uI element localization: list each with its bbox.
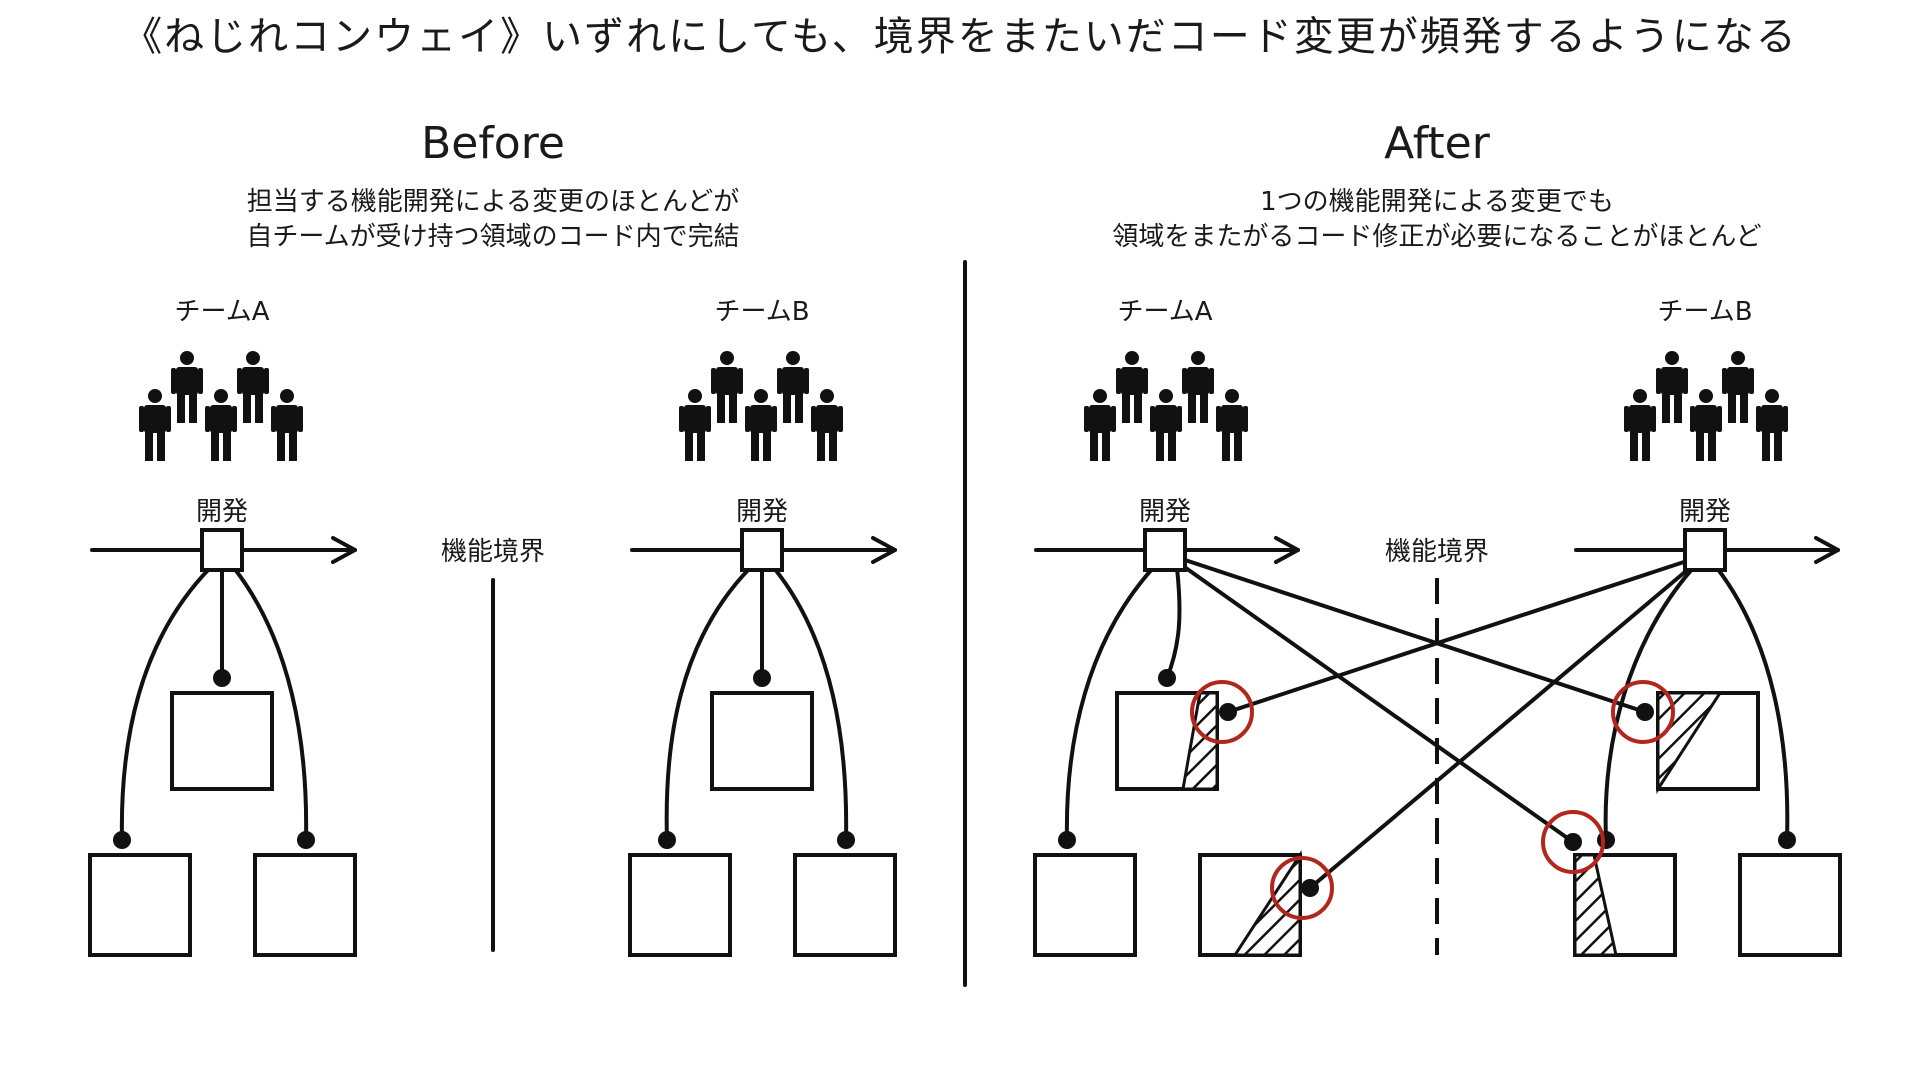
change-point xyxy=(113,831,131,849)
highlight-ring xyxy=(1190,680,1254,744)
dependency-line xyxy=(119,566,212,842)
change-point xyxy=(213,669,231,687)
dependency-line xyxy=(232,566,309,842)
cross-boundary-change-area xyxy=(1181,691,1219,791)
arrowhead xyxy=(1814,536,1840,564)
before-description-line1: 担当する機能開発による変更のほとんどが xyxy=(247,187,739,217)
change-point xyxy=(837,831,855,849)
code-module-box xyxy=(1033,853,1137,957)
dev-task-box xyxy=(1143,528,1187,572)
after-description-line1: 1つの機能開発による変更でも xyxy=(1260,187,1614,217)
dependency-line xyxy=(1165,566,1182,680)
after-dev-label-b: 開発 xyxy=(1679,497,1731,527)
arrowhead xyxy=(871,536,897,564)
code-module-box xyxy=(628,853,732,957)
change-point xyxy=(1778,831,1796,849)
dependency-line xyxy=(772,566,849,842)
code-module-box xyxy=(253,853,357,957)
after-team-b-label: チームB xyxy=(1657,297,1752,327)
change-point xyxy=(753,669,771,687)
people-group-icon xyxy=(679,351,843,461)
after-team-a-label: チームA xyxy=(1117,297,1212,327)
before-dev-label-a: 開発 xyxy=(196,497,248,527)
change-point xyxy=(1636,703,1654,721)
before-heading: Before xyxy=(421,118,565,169)
dependency-line xyxy=(1603,566,1695,842)
code-module-box xyxy=(88,853,192,957)
change-point xyxy=(1564,833,1582,851)
dev-task-box xyxy=(1683,528,1727,572)
after-dev-label-a: 開発 xyxy=(1139,497,1191,527)
change-point xyxy=(1219,703,1237,721)
arrowhead xyxy=(331,536,357,564)
highlight-ring xyxy=(1270,856,1334,920)
cross-boundary-line xyxy=(1183,558,1647,714)
after-section: After 1つの機能開発による変更でも 領域をまたがるコード修正が必要になるこ… xyxy=(1033,118,1842,957)
cross-boundary-line xyxy=(1308,564,1694,890)
people-group-icon xyxy=(1624,351,1788,461)
code-module-box xyxy=(793,853,897,957)
after-heading: After xyxy=(1384,118,1491,169)
before-team-a-label: チームA xyxy=(174,297,269,327)
before-boundary-label: 機能境界 xyxy=(441,537,545,567)
code-module-box xyxy=(710,691,814,791)
dependency-line xyxy=(664,566,752,842)
after-boundary-label: 機能境界 xyxy=(1385,537,1489,567)
cross-boundary-line xyxy=(1226,558,1692,714)
people-group-icon xyxy=(139,351,303,461)
page-title: 《ねじれコンウェイ》いずれにしても、境界をまたいだコード変更が頻発するようになる xyxy=(122,14,1798,60)
before-description-line2: 自チームが受け持つ領域のコード内で完結 xyxy=(246,222,739,252)
before-section: Before 担当する機能開発による変更のほとんどが 自チームが受け持つ領域のコ… xyxy=(88,118,897,957)
highlight-ring xyxy=(1611,680,1675,744)
cross-boundary-change-area xyxy=(1573,853,1618,957)
dev-task-box xyxy=(200,528,244,572)
change-point xyxy=(297,831,315,849)
before-team-b-label: チームB xyxy=(714,297,809,327)
arrowhead xyxy=(1274,536,1300,564)
people-group-icon xyxy=(1084,351,1248,461)
change-point xyxy=(1597,831,1615,849)
highlight-ring xyxy=(1541,810,1605,874)
dependency-line xyxy=(1715,566,1790,842)
change-point xyxy=(1058,831,1076,849)
change-point xyxy=(1301,879,1319,897)
cross-boundary-change-area xyxy=(1232,849,1302,957)
after-description-line2: 領域をまたがるコード修正が必要になることがほとんど xyxy=(1112,222,1761,252)
change-point xyxy=(658,831,676,849)
code-module-box xyxy=(1738,853,1842,957)
code-module-box xyxy=(170,691,274,791)
dev-task-box xyxy=(740,528,784,572)
dependency-line xyxy=(1064,566,1155,842)
change-point xyxy=(1158,669,1176,687)
before-dev-label-b: 開発 xyxy=(736,497,788,527)
cross-boundary-line xyxy=(1181,564,1575,844)
